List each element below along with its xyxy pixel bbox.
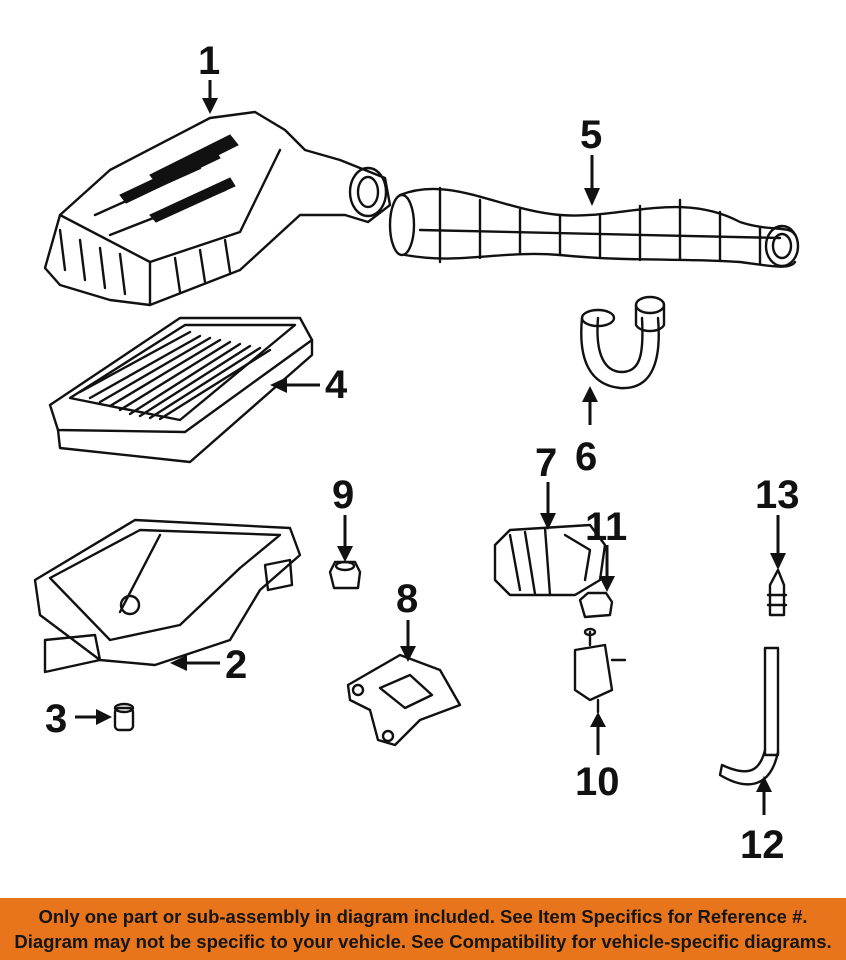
air-filter xyxy=(48,316,314,464)
callout-8: 8 xyxy=(396,577,418,621)
callout-10: 10 xyxy=(575,760,620,804)
parts-diagram: 1 5 4 6 7 9 11 13 8 2 3 10 12 xyxy=(33,39,800,867)
sensor-module xyxy=(493,523,607,597)
air-cleaner-cover xyxy=(43,110,392,307)
leader-arrows xyxy=(75,80,786,815)
vacuum-tube xyxy=(718,646,780,786)
air-cleaner-base xyxy=(33,518,302,674)
callout-11: 11 xyxy=(585,505,627,549)
callout-2: 2 xyxy=(225,643,247,687)
callout-1: 1 xyxy=(198,39,220,83)
callout-13: 13 xyxy=(755,473,800,517)
callout-6: 6 xyxy=(575,435,597,479)
callout-3: 3 xyxy=(45,697,67,741)
callout-12: 12 xyxy=(740,823,785,867)
callout-7: 7 xyxy=(535,441,557,485)
solenoid-valve xyxy=(573,627,627,714)
disclaimer-line-2: Diagram may not be specific to your vehi… xyxy=(14,931,832,952)
disclaimer-line-1: Only one part or sub-assembly in diagram… xyxy=(38,906,808,927)
mount-bushing xyxy=(328,560,362,590)
connector-fitting xyxy=(766,568,788,617)
grommet xyxy=(113,702,135,732)
callout-5: 5 xyxy=(580,113,602,157)
callout-4: 4 xyxy=(325,363,348,407)
callout-9: 9 xyxy=(332,473,354,517)
bracket xyxy=(346,653,462,747)
disclaimer-banner: Only one part or sub-assembly in diagram… xyxy=(0,898,846,960)
u-hose xyxy=(580,295,666,390)
cap xyxy=(578,591,614,619)
callout-labels: 1 5 4 6 7 9 11 13 8 2 3 10 12 xyxy=(45,39,800,867)
intake-duct-hose xyxy=(388,186,800,268)
